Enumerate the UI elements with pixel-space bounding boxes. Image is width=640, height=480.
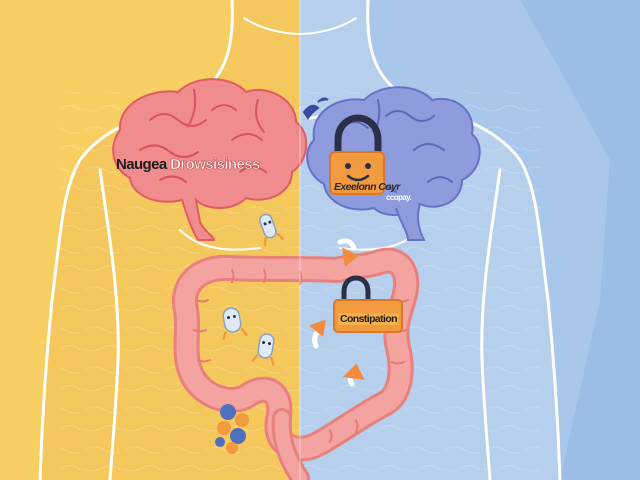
pill-character-icon — [222, 213, 285, 366]
padlock-label: Exeelonn Coyr — [334, 181, 400, 193]
flower-cluster-icon — [215, 404, 249, 454]
brain-left-icon — [112, 78, 308, 241]
right-shadow — [520, 0, 640, 480]
arrow-icon — [308, 238, 365, 387]
constipation-label: Constipation — [338, 313, 399, 325]
padlock-top-icon — [329, 114, 385, 195]
padlock-sublabel: ccopay. — [386, 193, 412, 202]
brush-mark-icon — [302, 97, 329, 120]
label-drowsiness: Drowsisiness — [170, 156, 261, 174]
side-effect-label-nausea-drowsiness: Naugea Drowsisiness — [116, 156, 261, 174]
label-nausea: Naugea — [116, 156, 167, 173]
intestine-icon — [171, 247, 420, 480]
